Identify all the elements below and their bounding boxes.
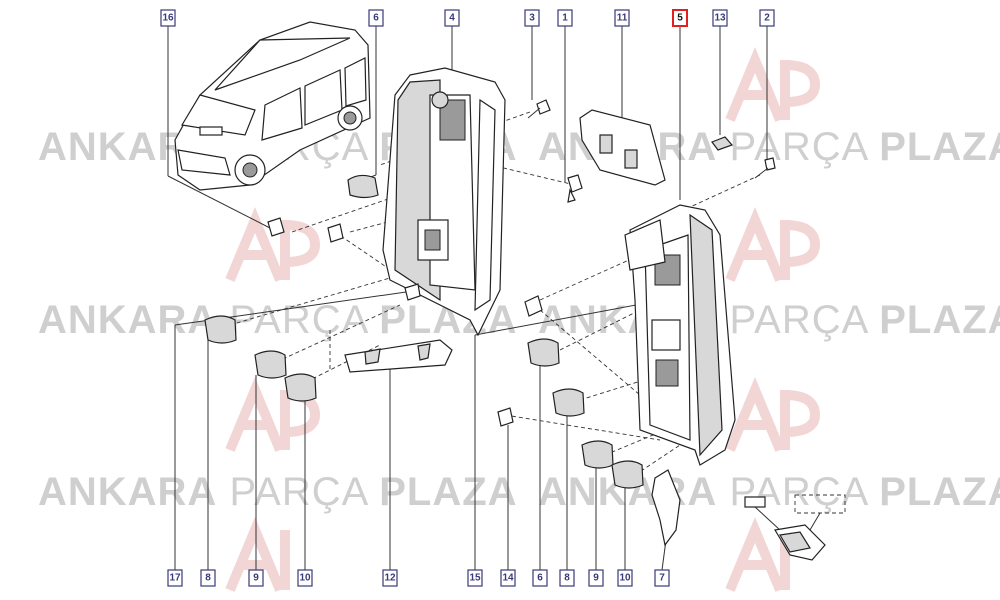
callout-5-highlighted: 5 bbox=[672, 9, 688, 27]
svg-text:11: 11 bbox=[617, 13, 628, 24]
tail-lamp-housing-left bbox=[382, 67, 506, 337]
callout-2: 2 bbox=[759, 9, 775, 27]
svg-text:8: 8 bbox=[564, 573, 570, 584]
svg-text:9: 9 bbox=[253, 573, 259, 584]
callout-17: 17 bbox=[167, 569, 183, 587]
tail-lamp-assembly-right bbox=[624, 204, 736, 466]
svg-text:1: 1 bbox=[562, 13, 568, 24]
svg-text:9: 9 bbox=[593, 573, 599, 584]
svg-text:12: 12 bbox=[384, 573, 396, 584]
callout-10-left: 10 bbox=[297, 569, 313, 587]
detail-inset bbox=[744, 494, 846, 561]
reflector-part-12 bbox=[344, 339, 453, 373]
svg-text:4: 4 bbox=[449, 13, 455, 24]
callout-9-right: 9 bbox=[588, 569, 604, 587]
callout-6-top: 6 bbox=[368, 9, 384, 27]
svg-text:8: 8 bbox=[205, 573, 211, 584]
watermark-row-3-right: ANKARA PARÇA PLAZA bbox=[538, 470, 1000, 514]
gasket-part-7 bbox=[651, 469, 681, 547]
svg-text:16: 16 bbox=[162, 13, 174, 24]
watermark-row-3-left: ANKARA PARÇA PLAZA bbox=[38, 470, 518, 514]
callout-14: 14 bbox=[500, 569, 516, 587]
svg-text:15: 15 bbox=[469, 573, 481, 584]
callout-8-left: 8 bbox=[200, 569, 216, 587]
bracket-part-11 bbox=[579, 109, 666, 186]
callout-7: 7 bbox=[654, 569, 670, 587]
svg-text:6: 6 bbox=[537, 573, 543, 584]
van-illustration bbox=[174, 21, 371, 191]
callout-16: 16 bbox=[160, 9, 176, 27]
svg-text:13: 13 bbox=[714, 13, 726, 24]
watermark-logos bbox=[225, 47, 821, 592]
svg-text:14: 14 bbox=[502, 573, 514, 584]
callouts-bottom: 17 8 9 10 12 15 14 6 8 9 10 7 bbox=[167, 569, 670, 587]
svg-text:5: 5 bbox=[677, 13, 683, 24]
svg-text:17: 17 bbox=[169, 573, 181, 584]
callout-6-bottom: 6 bbox=[532, 569, 548, 587]
callout-15: 15 bbox=[467, 569, 483, 587]
leader-lines bbox=[167, 26, 768, 571]
callouts-top: 16 6 4 3 1 11 5 13 2 bbox=[160, 9, 775, 27]
svg-text:7: 7 bbox=[659, 573, 665, 584]
svg-text:2: 2 bbox=[764, 13, 770, 24]
svg-text:3: 3 bbox=[529, 13, 535, 24]
svg-text:6: 6 bbox=[373, 13, 379, 24]
callout-3: 3 bbox=[524, 9, 540, 27]
callout-13: 13 bbox=[712, 9, 728, 27]
callout-4: 4 bbox=[444, 9, 460, 27]
callout-12: 12 bbox=[382, 569, 398, 587]
callout-10-right: 10 bbox=[617, 569, 633, 587]
callout-1: 1 bbox=[557, 9, 573, 27]
svg-text:10: 10 bbox=[619, 573, 631, 584]
svg-text:10: 10 bbox=[299, 573, 311, 584]
callout-8-right: 8 bbox=[559, 569, 575, 587]
watermark-row-2-right: ANKARA PARÇA PLAZA bbox=[538, 298, 1000, 342]
callout-11: 11 bbox=[614, 9, 630, 27]
small-parts bbox=[204, 99, 776, 489]
callout-9-left: 9 bbox=[248, 569, 264, 587]
